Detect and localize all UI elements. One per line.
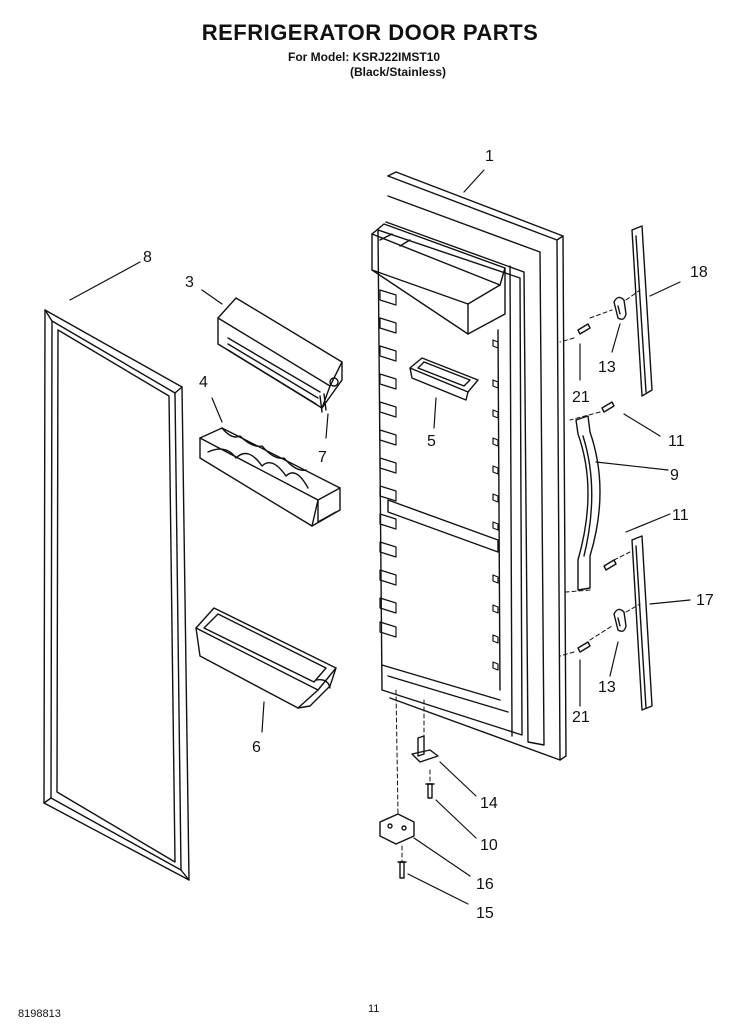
egg-tray-part bbox=[199, 427, 341, 527]
callout-7: 7 bbox=[318, 449, 327, 466]
callout-16: 16 bbox=[476, 876, 494, 893]
callout-17: 17 bbox=[696, 592, 714, 609]
assembly-lines bbox=[395, 289, 641, 863]
callout-6: 6 bbox=[252, 739, 261, 756]
trim-strip-lower bbox=[631, 535, 653, 711]
doc-number: 8198813 bbox=[18, 1008, 61, 1020]
small-bin-part bbox=[409, 357, 479, 401]
callout-5: 5 bbox=[427, 433, 436, 450]
callout-13-lower: 13 bbox=[598, 679, 616, 696]
callout-13-upper: 13 bbox=[598, 359, 616, 376]
door-part bbox=[371, 171, 567, 761]
model-info: For Model: KSRJ22IMST10 (Black/Stainless… bbox=[288, 50, 446, 80]
gasket-part bbox=[43, 309, 190, 881]
callout-labels: 1 8 3 4 5 7 6 18 13 21 11 9 11 17 13 21 … bbox=[143, 148, 714, 922]
handle-part bbox=[575, 415, 601, 591]
callout-11-upper: 11 bbox=[668, 433, 685, 450]
callout-18: 18 bbox=[690, 264, 708, 281]
screws bbox=[577, 323, 617, 653]
callout-3: 3 bbox=[185, 274, 194, 291]
screw-15-part bbox=[397, 861, 407, 879]
callout-1: 1 bbox=[485, 148, 494, 165]
callout-11-lower: 11 bbox=[672, 507, 689, 524]
page-title: REFRIGERATOR DOOR PARTS bbox=[201, 20, 539, 45]
model-line: For Model: KSRJ22IMST10 bbox=[288, 50, 441, 64]
callout-10: 10 bbox=[480, 837, 498, 854]
callout-14: 14 bbox=[480, 795, 498, 812]
callout-4: 4 bbox=[199, 374, 208, 391]
dairy-bin-part bbox=[217, 297, 343, 413]
callout-15: 15 bbox=[476, 905, 494, 922]
variant-line: (Black/Stainless) bbox=[350, 65, 447, 79]
screw-10-part bbox=[425, 783, 435, 799]
hinge-pin-part bbox=[411, 735, 439, 763]
callout-9: 9 bbox=[670, 467, 679, 484]
hinge-part bbox=[379, 813, 415, 845]
door-bin-part bbox=[195, 607, 337, 709]
callout-21-upper: 21 bbox=[572, 389, 590, 406]
page-number: 11 bbox=[368, 1003, 380, 1015]
clip-lower bbox=[613, 608, 627, 633]
trim-strip-upper bbox=[631, 225, 653, 397]
leader-lines bbox=[69, 169, 691, 905]
clip-upper bbox=[613, 296, 627, 321]
callout-8: 8 bbox=[143, 249, 152, 266]
callout-21-lower: 21 bbox=[572, 709, 590, 726]
